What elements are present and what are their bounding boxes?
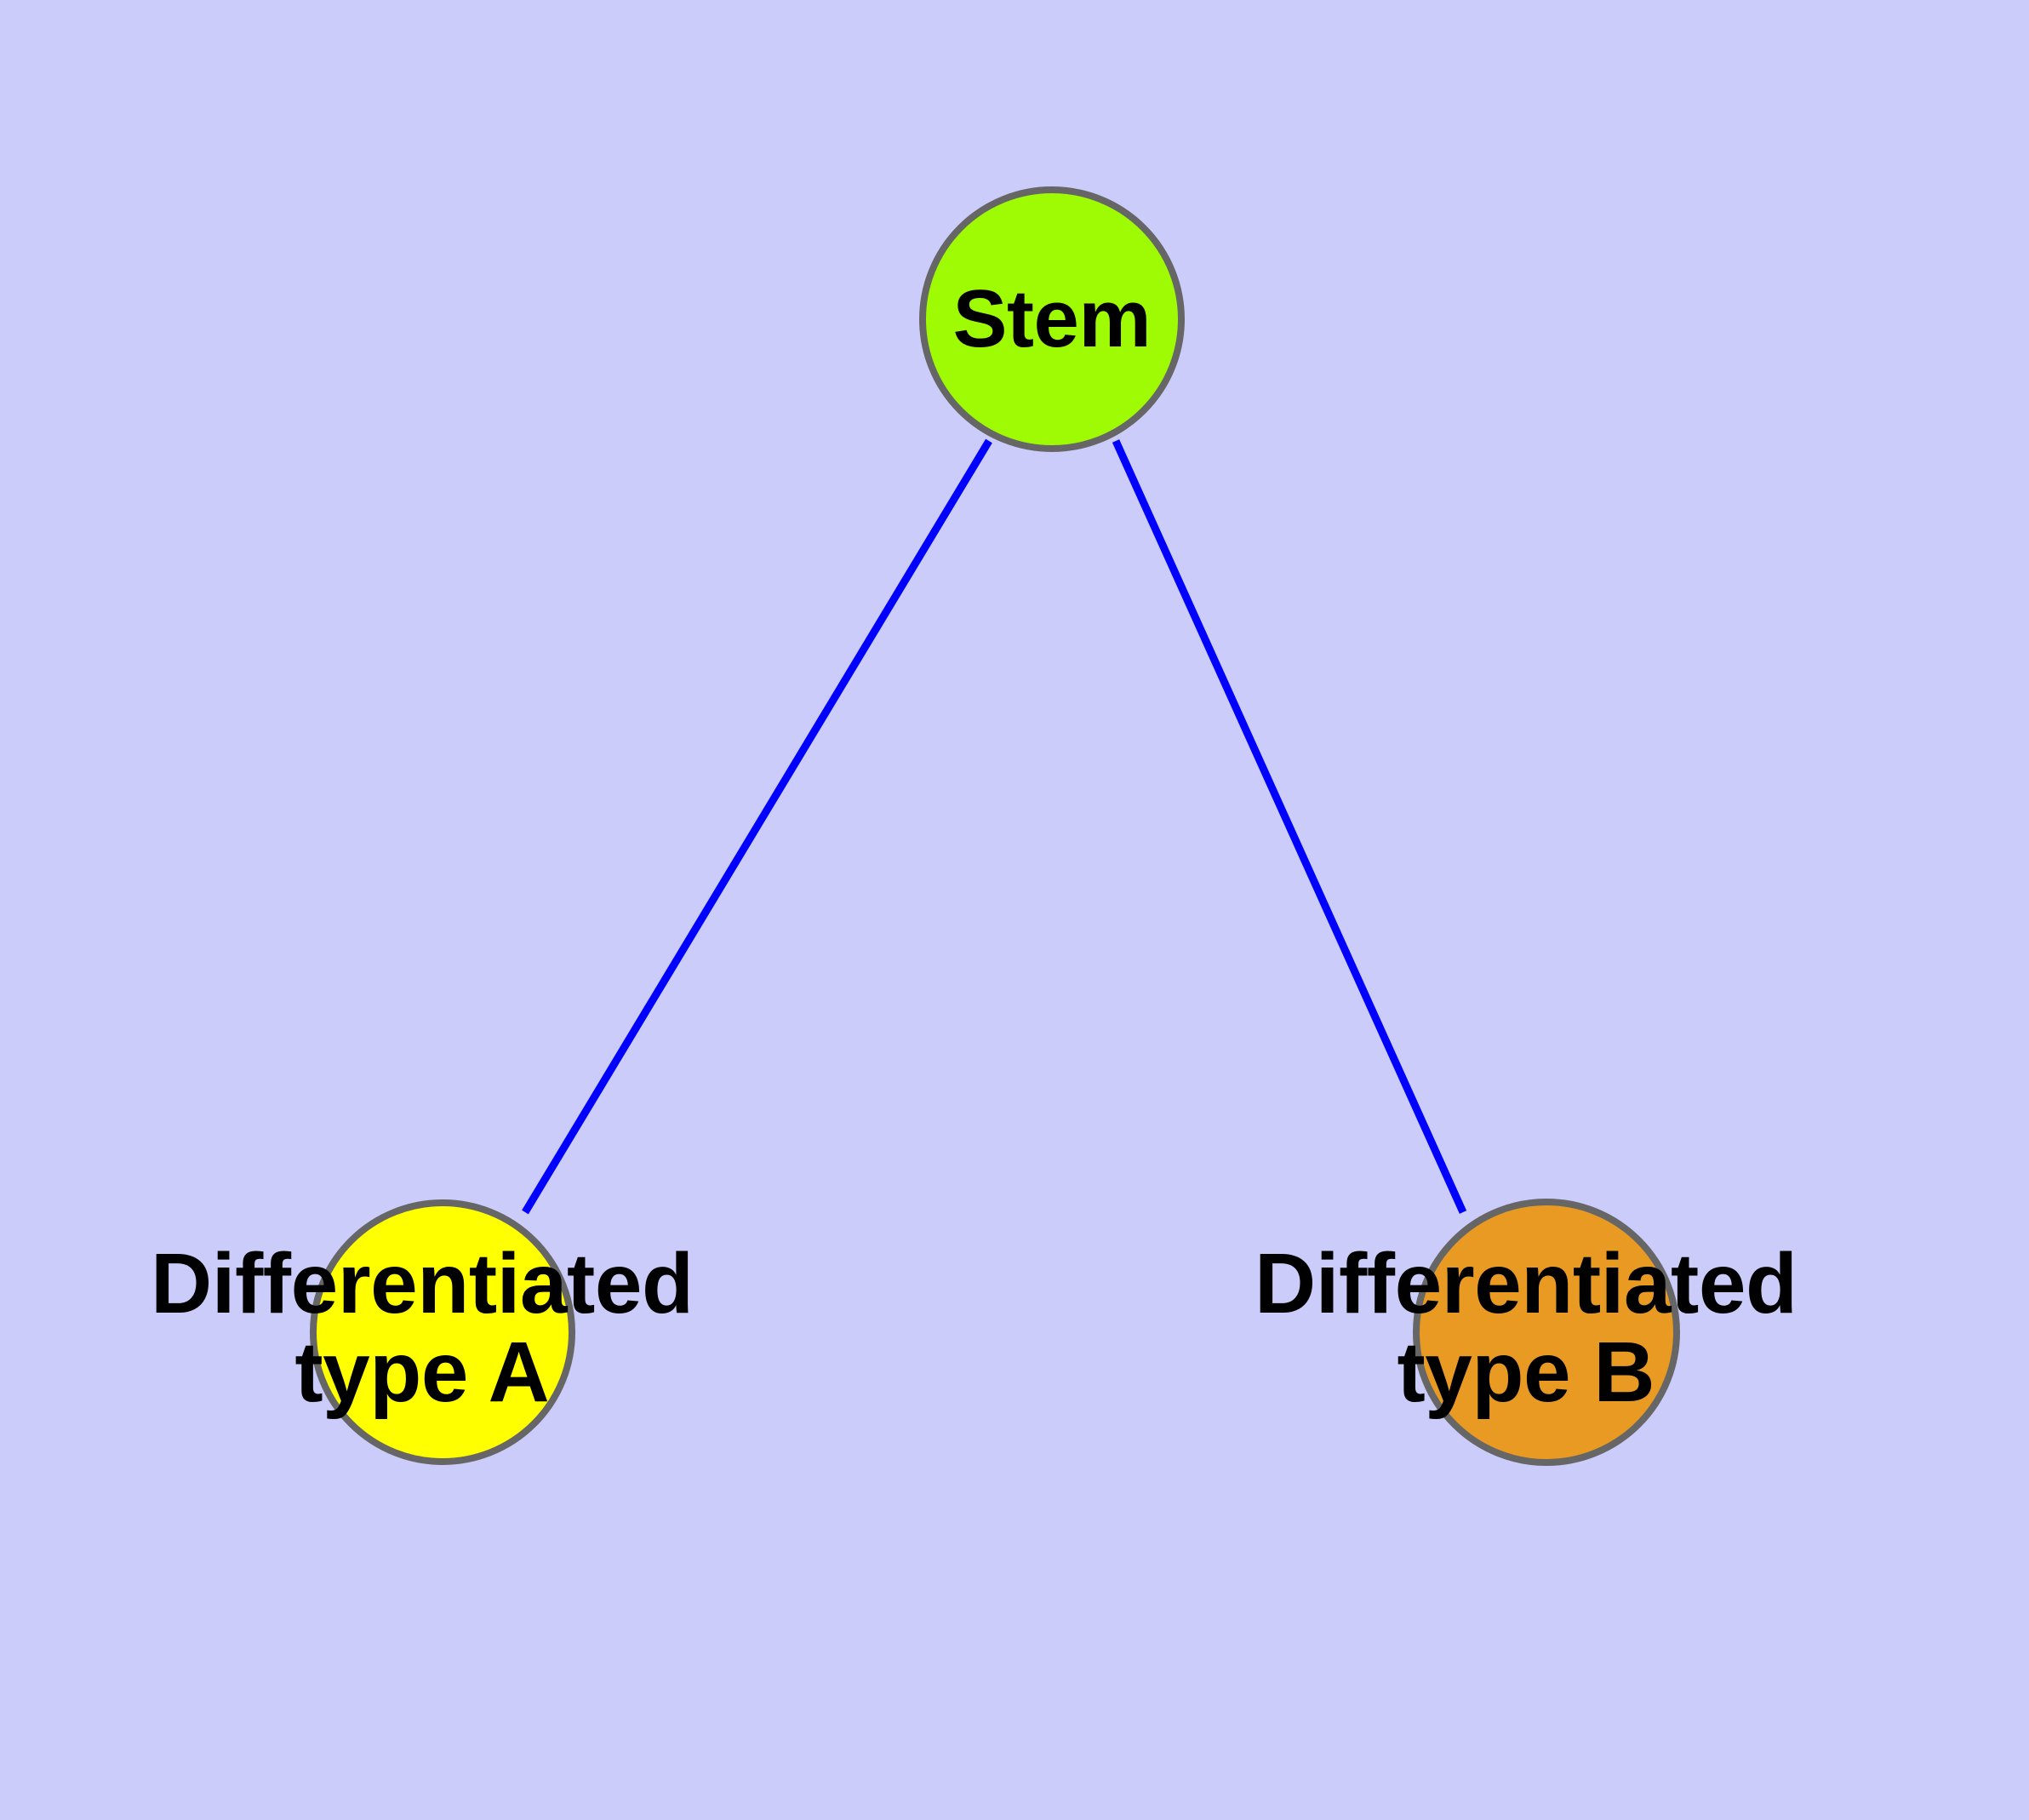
graph-edge-stem-to-diff-b[interactable]: [1112, 439, 1467, 1214]
graph-node-diff_a[interactable]: [310, 1199, 575, 1465]
nodes-group: [310, 186, 1680, 1466]
graph-node-stem[interactable]: [919, 186, 1185, 452]
graph-node-diff_b[interactable]: [1413, 1199, 1680, 1466]
edges-group: [522, 438, 1467, 1215]
graph-edge-stem-to-diff-a[interactable]: [522, 438, 992, 1215]
